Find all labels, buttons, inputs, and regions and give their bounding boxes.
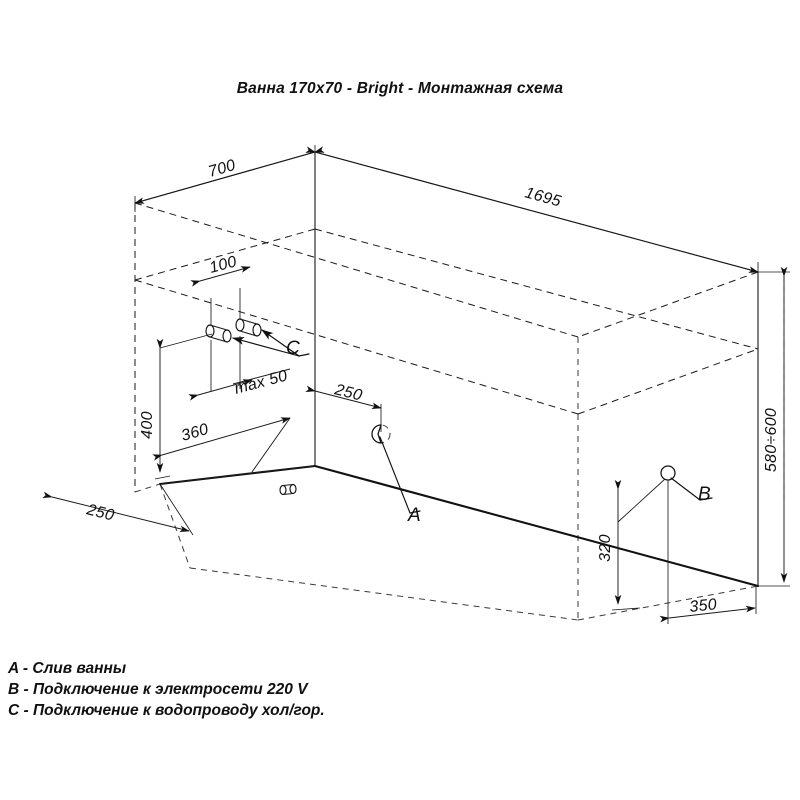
legend-item-a: A - Слив ванны: [8, 660, 127, 677]
water-pipe-hot: [235, 318, 262, 337]
bath-vertical-edges: [134, 151, 759, 620]
dimension-700-label: 700: [206, 157, 237, 181]
drain-hole: [371, 424, 382, 444]
dimension-250-drain: 250: [305, 380, 382, 432]
dimension-700: 700: [134, 146, 325, 204]
power-outlet: [660, 465, 676, 481]
dimension-100-label: 100: [208, 253, 239, 277]
dimension-250-left: 250: [42, 483, 194, 536]
dimension-400-label: 400: [139, 411, 156, 439]
marker-B-label: B: [698, 484, 711, 505]
dimension-1695-label: 1695: [523, 184, 563, 210]
legend: A - Слив ванны B - Подключение к электро…: [8, 658, 325, 721]
floor-plane: [134, 464, 760, 621]
page-title: Ванна 170x70 - Bright - Монтажная схема: [236, 80, 564, 97]
water-supply-group: 100 C: [190, 253, 310, 359]
dimension-350: 350: [659, 480, 757, 624]
marker-C-label: C: [286, 338, 300, 359]
dimension-400: 400: [139, 333, 213, 480]
dimension-320: 320: [597, 478, 666, 611]
floor-pipe-connector: [279, 483, 297, 496]
dimension-580-600: 580÷600: [758, 266, 790, 587]
bath-front-skirt: [159, 465, 316, 485]
legend-item-c: C - Подключение к водопроводу хол/гор.: [8, 702, 325, 719]
dimension-360-label: 360: [179, 421, 210, 445]
bath-top-face: [134, 151, 759, 338]
dimension-320-label: 320: [597, 534, 614, 562]
dimension-100: 100: [190, 253, 251, 287]
power-group: B 320 350: [597, 465, 757, 624]
water-pipe-cold: [205, 324, 232, 343]
dimension-250-drain-label: 250: [332, 381, 364, 404]
dimension-350-label: 350: [689, 596, 718, 616]
dimension-1695: 1695: [305, 146, 759, 273]
dimension-250-left-label: 250: [84, 501, 116, 524]
drain-group: 250 A: [305, 380, 421, 526]
dimension-580-600-label: 580÷600: [763, 408, 780, 472]
dimension-360: 360: [152, 417, 297, 496]
overall-witness-lines: [134, 145, 759, 290]
dimension-max50: max 50: [188, 336, 291, 401]
marker-A-label: A: [407, 505, 421, 526]
legend-item-b: B - Подключение к электросети 220 V: [8, 681, 308, 698]
dimension-max50-label: max 50: [233, 367, 290, 397]
